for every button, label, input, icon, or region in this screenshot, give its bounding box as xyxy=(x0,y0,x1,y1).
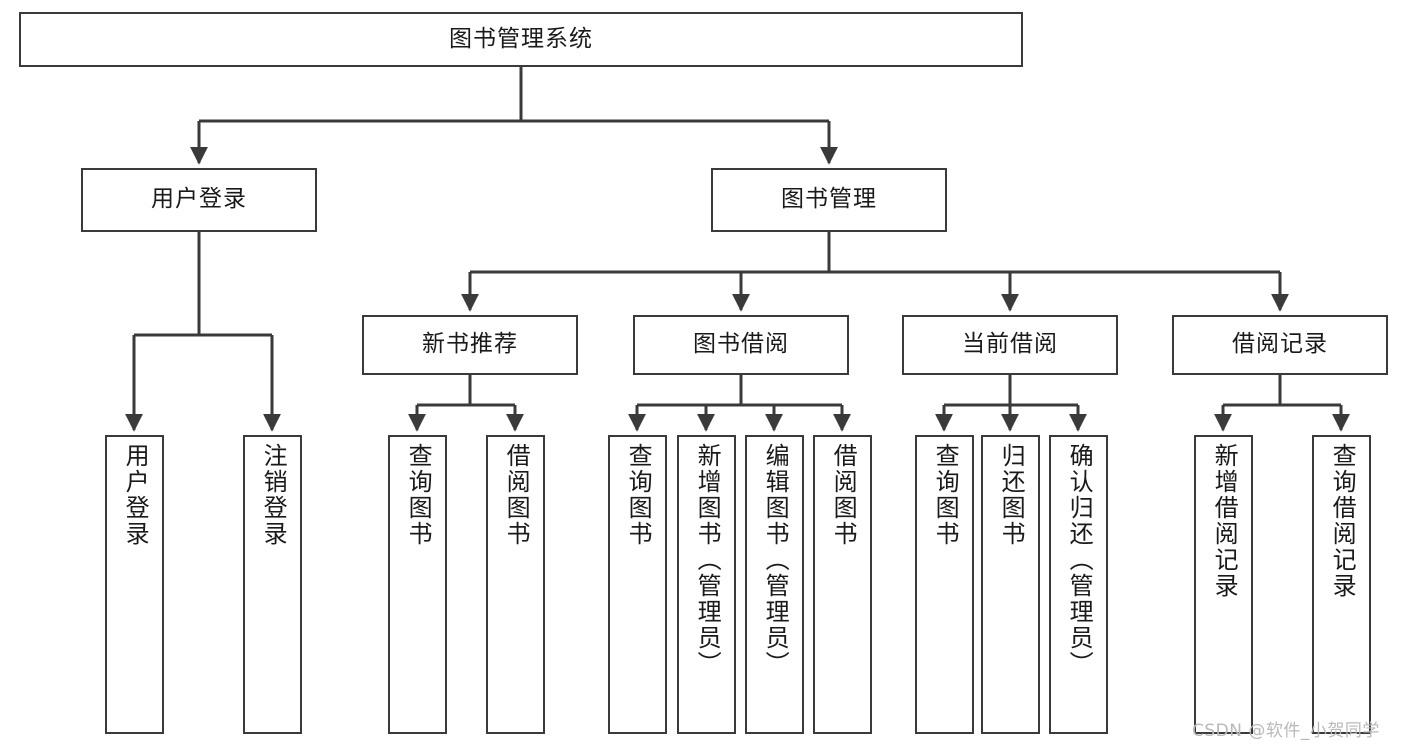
node-leaf-borrow-book-2-label: 借阅图书 xyxy=(829,443,858,547)
node-leaf-query-record[interactable]: 查询借阅记录 xyxy=(1312,435,1371,734)
node-borrow-record[interactable]: 借阅记录 xyxy=(1172,315,1388,375)
node-leaf-query-record-label: 查询借阅记录 xyxy=(1328,443,1357,599)
node-leaf-borrow-book-1-label: 借阅图书 xyxy=(502,443,531,547)
node-root[interactable]: 图书管理系统 xyxy=(19,12,1023,67)
node-leaf-query-book-2-label: 查询图书 xyxy=(624,443,653,547)
node-book-borrow-label: 图书借阅 xyxy=(693,331,789,358)
node-leaf-return-book-label: 归还图书 xyxy=(997,443,1026,547)
node-root-label: 图书管理系统 xyxy=(449,25,593,52)
node-leaf-add-book[interactable]: 新增图书（管理员） xyxy=(677,435,736,734)
node-leaf-query-book-3[interactable]: 查询图书 xyxy=(915,435,974,734)
node-leaf-edit-book[interactable]: 编辑图书（管理员） xyxy=(745,435,804,734)
node-leaf-logout[interactable]: 注销登录 xyxy=(243,435,302,734)
node-leaf-query-book-2[interactable]: 查询图书 xyxy=(608,435,667,734)
node-leaf-user-login-label: 用户登录 xyxy=(121,443,150,547)
node-leaf-query-book-1[interactable]: 查询图书 xyxy=(388,435,447,734)
node-current-borrow[interactable]: 当前借阅 xyxy=(902,315,1118,375)
node-leaf-add-book-label: 新增图书（管理员） xyxy=(693,443,722,677)
node-borrow-record-label: 借阅记录 xyxy=(1232,331,1328,358)
node-leaf-borrow-book-2[interactable]: 借阅图书 xyxy=(813,435,872,734)
node-leaf-confirm-return[interactable]: 确认归还（管理员） xyxy=(1049,435,1108,734)
node-leaf-add-record[interactable]: 新增借阅记录 xyxy=(1194,435,1253,734)
node-leaf-query-book-3-label: 查询图书 xyxy=(931,443,960,547)
node-user-login-label: 用户登录 xyxy=(151,186,247,213)
node-leaf-add-record-label: 新增借阅记录 xyxy=(1210,443,1239,599)
node-book-borrow[interactable]: 图书借阅 xyxy=(633,315,849,375)
node-book-manage-label: 图书管理 xyxy=(781,186,877,213)
node-book-manage[interactable]: 图书管理 xyxy=(711,168,947,232)
node-leaf-query-book-1-label: 查询图书 xyxy=(404,443,433,547)
node-current-borrow-label: 当前借阅 xyxy=(962,331,1058,358)
node-leaf-edit-book-label: 编辑图书（管理员） xyxy=(761,443,790,677)
node-leaf-borrow-book-1[interactable]: 借阅图书 xyxy=(486,435,545,734)
node-leaf-user-login[interactable]: 用户登录 xyxy=(105,435,164,734)
csdn-watermark: CSDN @软件_小贺同学 xyxy=(1192,721,1380,741)
node-leaf-confirm-return-label: 确认归还（管理员） xyxy=(1065,443,1094,677)
node-leaf-return-book[interactable]: 归还图书 xyxy=(981,435,1040,734)
node-leaf-logout-label: 注销登录 xyxy=(259,443,288,547)
node-new-book-recommend-label: 新书推荐 xyxy=(422,331,518,358)
node-user-login[interactable]: 用户登录 xyxy=(81,168,317,232)
node-new-book-recommend[interactable]: 新书推荐 xyxy=(362,315,578,375)
